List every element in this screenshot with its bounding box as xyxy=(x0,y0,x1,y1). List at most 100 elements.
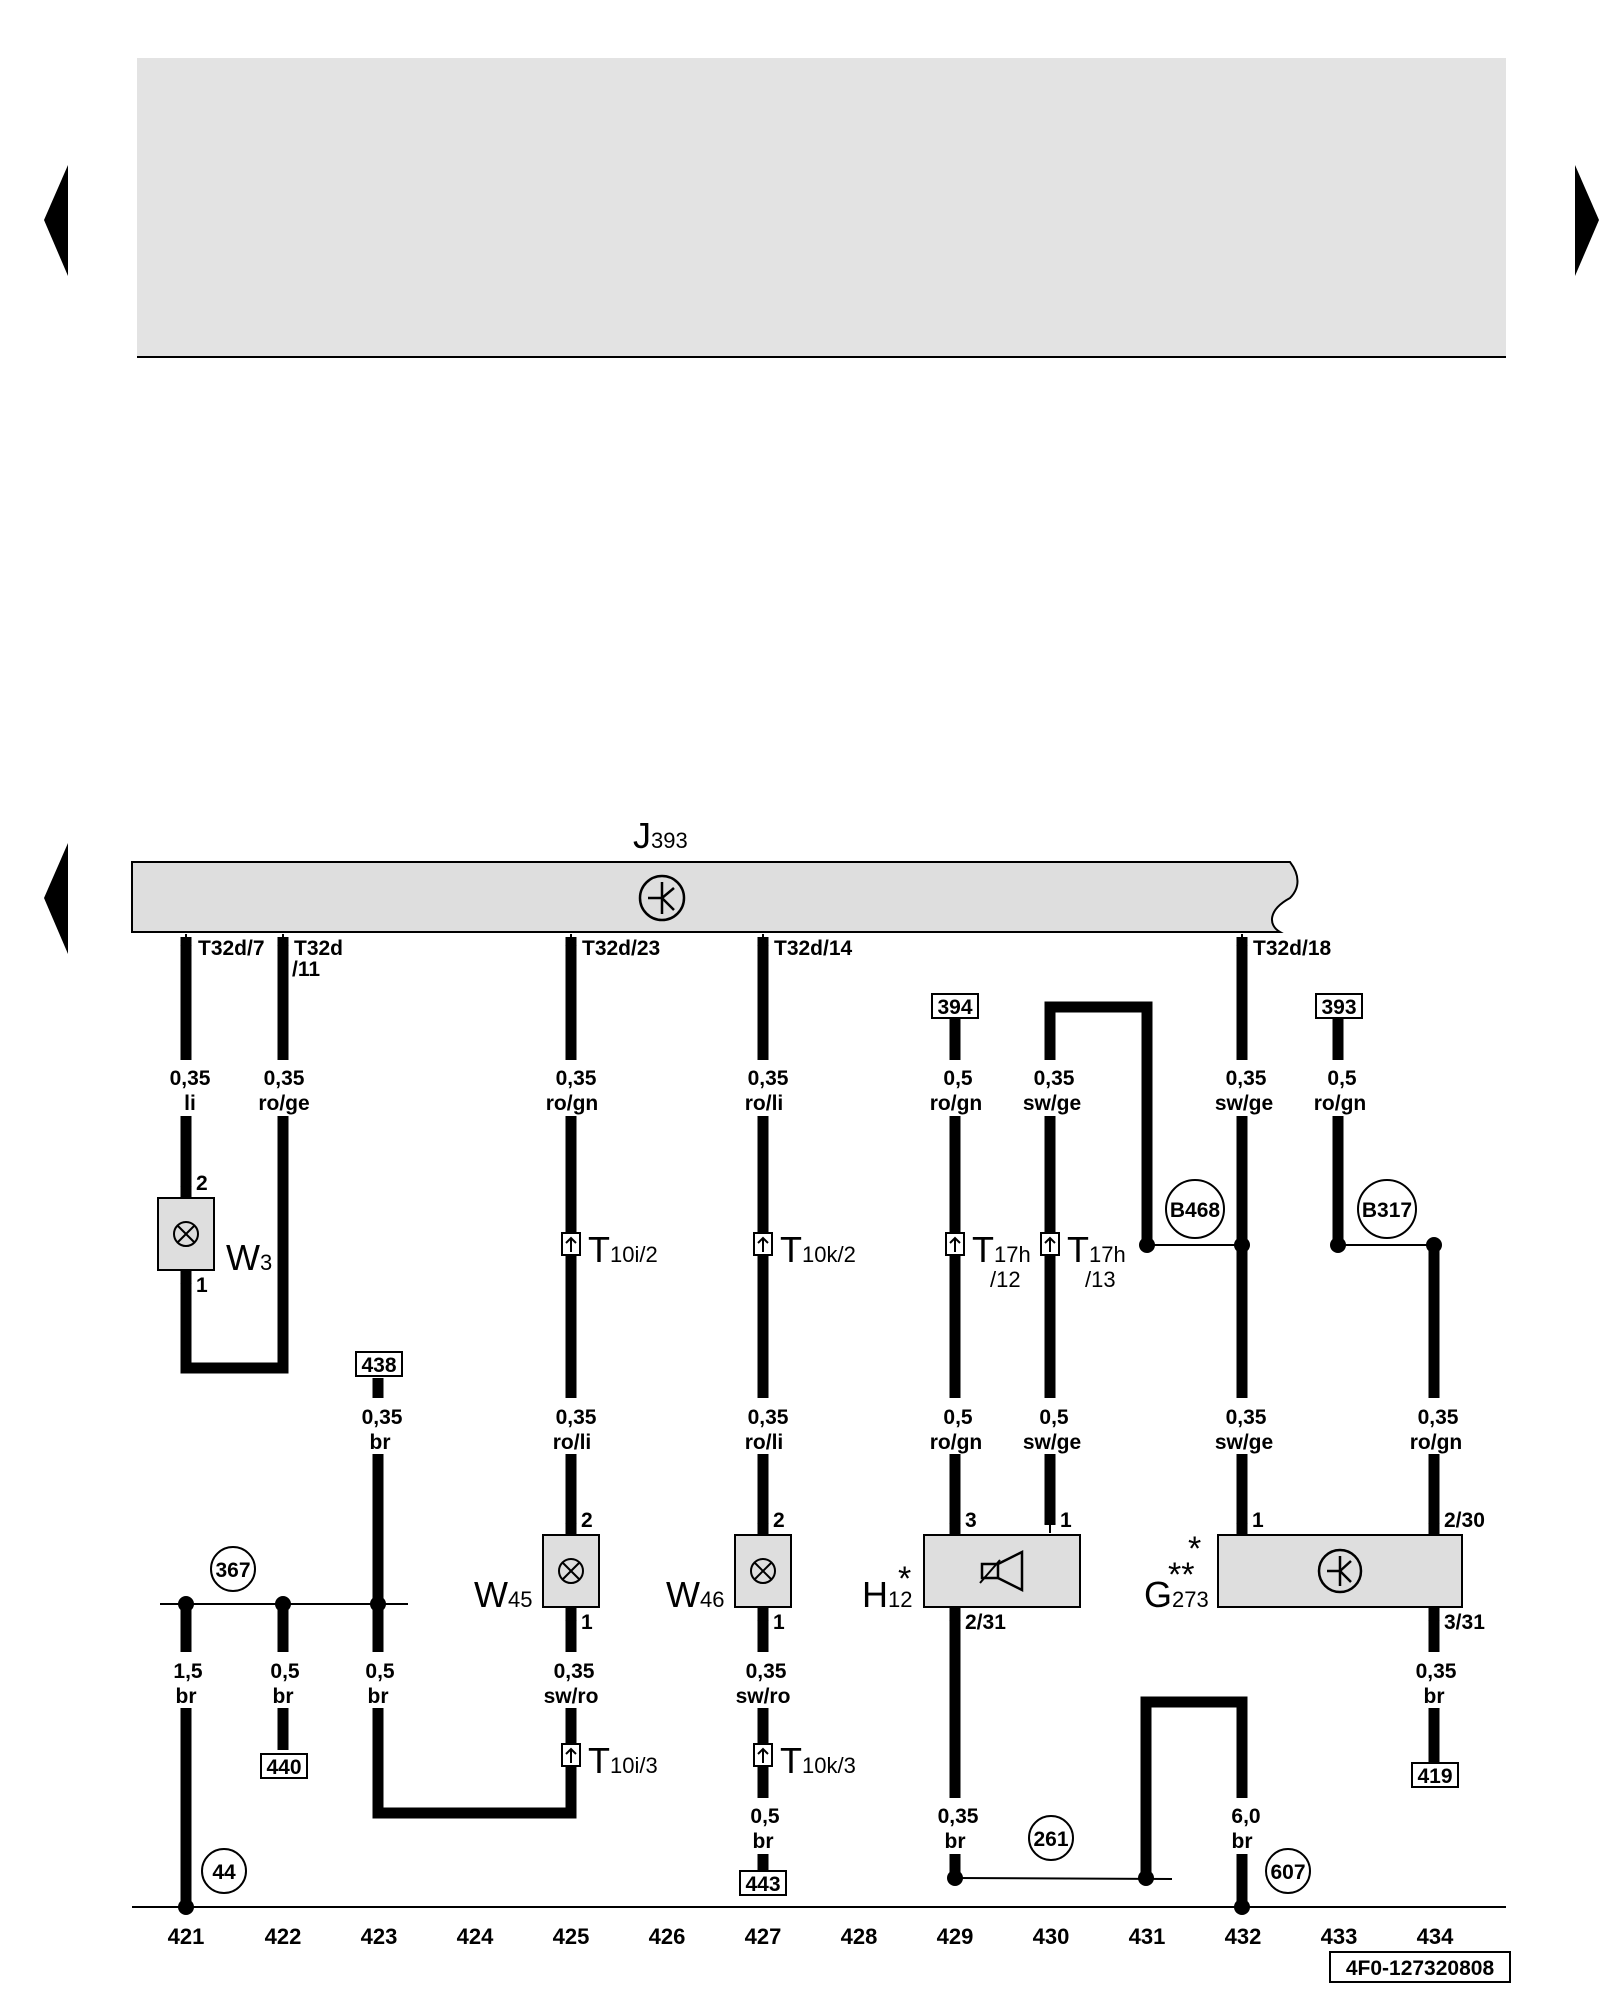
ref-419[interactable]: 419 xyxy=(1417,1765,1452,1788)
svg-text:427: 427 xyxy=(745,1924,782,1949)
svg-text:0,5: 0,5 xyxy=(750,1805,780,1828)
h12-horn xyxy=(923,1534,1081,1608)
svg-text:433: 433 xyxy=(1321,1924,1358,1949)
w46-label: W46 xyxy=(666,1574,724,1615)
pin-h12-3: 3 xyxy=(965,1509,977,1532)
svg-text:br: br xyxy=(945,1830,966,1853)
next-page-arrow-icon[interactable] xyxy=(1575,165,1599,276)
svg-text:br: br xyxy=(368,1685,389,1708)
pin-g273-331: 3/31 xyxy=(1444,1611,1485,1634)
svg-text:430: 430 xyxy=(1033,1924,1070,1949)
g273-mark-bottom: ** xyxy=(1168,1556,1194,1594)
splice-b468: B468 xyxy=(1170,1199,1221,1222)
t17h12-line2: /12 xyxy=(990,1267,1021,1292)
svg-text:br: br xyxy=(1424,1685,1445,1708)
ref-394[interactable]: 394 xyxy=(937,996,972,1019)
w45-lamp xyxy=(542,1534,600,1608)
g273-sensor xyxy=(1217,1534,1463,1608)
svg-text:sw/ro: sw/ro xyxy=(736,1685,791,1708)
svg-text:li: li xyxy=(184,1092,196,1115)
svg-text:0,35: 0,35 xyxy=(1034,1067,1075,1090)
ground-261: 261 xyxy=(1033,1828,1068,1851)
svg-text:0,35: 0,35 xyxy=(556,1406,597,1429)
svg-text:0,35: 0,35 xyxy=(264,1067,305,1090)
t10k2-label: T10k/2 xyxy=(780,1229,856,1270)
svg-text:0,35: 0,35 xyxy=(1226,1406,1267,1429)
reference-boxes xyxy=(260,993,1459,1896)
t17h12-label: T17h xyxy=(972,1229,1031,1270)
ref-443[interactable]: 443 xyxy=(745,1873,780,1896)
svg-text:422: 422 xyxy=(265,1924,302,1949)
svg-text:br: br xyxy=(753,1830,774,1853)
pin-t32d-7: T32d/7 xyxy=(198,937,265,960)
pin-w45-2: 2 xyxy=(581,1509,593,1532)
pin-w46-1: 1 xyxy=(773,1611,785,1634)
pin-t32d-14: T32d/14 xyxy=(774,937,853,960)
prev-section-arrow-icon[interactable] xyxy=(44,843,68,954)
ref-440[interactable]: 440 xyxy=(266,1756,301,1779)
svg-text:sw/ge: sw/ge xyxy=(1215,1431,1273,1454)
svg-text:428: 428 xyxy=(841,1924,878,1949)
svg-text:0,35: 0,35 xyxy=(1416,1660,1457,1683)
svg-text:0,35: 0,35 xyxy=(554,1660,595,1683)
svg-text:ro/gn: ro/gn xyxy=(1410,1431,1463,1454)
pin-t32d-18: T32d/18 xyxy=(1253,937,1332,960)
svg-text:0,5: 0,5 xyxy=(1039,1406,1069,1429)
svg-text:424: 424 xyxy=(457,1924,494,1949)
svg-text:421: 421 xyxy=(168,1924,205,1949)
pin-w3-1: 1 xyxy=(196,1274,208,1297)
pin-h12-1: 1 xyxy=(1060,1509,1072,1532)
h12-label: H12 xyxy=(862,1574,912,1615)
svg-text:0,35: 0,35 xyxy=(938,1805,979,1828)
h12-mark: * xyxy=(898,1560,911,1598)
svg-text:ro/gn: ro/gn xyxy=(546,1092,599,1115)
ref-393[interactable]: 393 xyxy=(1321,996,1356,1019)
pin-arrows xyxy=(180,934,1440,1627)
svg-text:0,35: 0,35 xyxy=(748,1067,789,1090)
svg-text:ro/gn: ro/gn xyxy=(930,1431,983,1454)
t10i3-label: T10i/3 xyxy=(588,1740,658,1781)
svg-text:ro/li: ro/li xyxy=(745,1092,784,1115)
svg-text:br: br xyxy=(370,1431,391,1454)
svg-text:0,5: 0,5 xyxy=(1327,1067,1357,1090)
svg-text:434: 434 xyxy=(1417,1924,1454,1949)
svg-text:0,35: 0,35 xyxy=(556,1067,597,1090)
svg-text:br: br xyxy=(273,1685,294,1708)
t10k3-label: T10k/3 xyxy=(780,1740,856,1781)
inline-connectors xyxy=(561,1232,1060,1767)
g273-label: G273 xyxy=(1144,1574,1209,1615)
pin-w45-1: 1 xyxy=(581,1611,593,1634)
w3-lamp xyxy=(157,1197,215,1271)
svg-text:ro/gn: ro/gn xyxy=(1314,1092,1367,1115)
j393-label: J393 xyxy=(633,815,688,856)
pin-h12-231: 2/31 xyxy=(965,1611,1006,1634)
svg-text:sw/ge: sw/ge xyxy=(1023,1431,1081,1454)
svg-text:432: 432 xyxy=(1225,1924,1262,1949)
svg-text:ro/gn: ro/gn xyxy=(930,1092,983,1115)
svg-text:431: 431 xyxy=(1129,1924,1166,1949)
pin-t32d-11b: /11 xyxy=(292,958,320,981)
svg-text:0,5: 0,5 xyxy=(270,1660,300,1683)
svg-text:6,0: 6,0 xyxy=(1231,1805,1260,1828)
svg-text:429: 429 xyxy=(937,1924,974,1949)
svg-text:0,35: 0,35 xyxy=(1418,1406,1459,1429)
ref-438[interactable]: 438 xyxy=(361,1354,396,1377)
svg-text:sw/ro: sw/ro xyxy=(544,1685,599,1708)
svg-text:0,5: 0,5 xyxy=(943,1067,973,1090)
svg-text:sw/ge: sw/ge xyxy=(1215,1092,1273,1115)
svg-text:0,35: 0,35 xyxy=(1226,1067,1267,1090)
svg-text:425: 425 xyxy=(553,1924,590,1949)
svg-text:ro/li: ro/li xyxy=(745,1431,784,1454)
svg-text:0,35: 0,35 xyxy=(746,1660,787,1683)
doc-id: 4F0-127320808 xyxy=(1346,1957,1495,1980)
svg-text:426: 426 xyxy=(649,1924,686,1949)
svg-text:ro/li: ro/li xyxy=(553,1431,592,1454)
pin-t32d-23: T32d/23 xyxy=(582,937,660,960)
ground-607: 607 xyxy=(1270,1861,1305,1884)
junction-dots xyxy=(178,1237,1442,1915)
splice-b317: B317 xyxy=(1362,1199,1412,1222)
t10i2-label: T10i/2 xyxy=(588,1229,658,1270)
ground-367: 367 xyxy=(215,1559,250,1582)
prev-page-arrow-icon[interactable] xyxy=(44,165,68,276)
